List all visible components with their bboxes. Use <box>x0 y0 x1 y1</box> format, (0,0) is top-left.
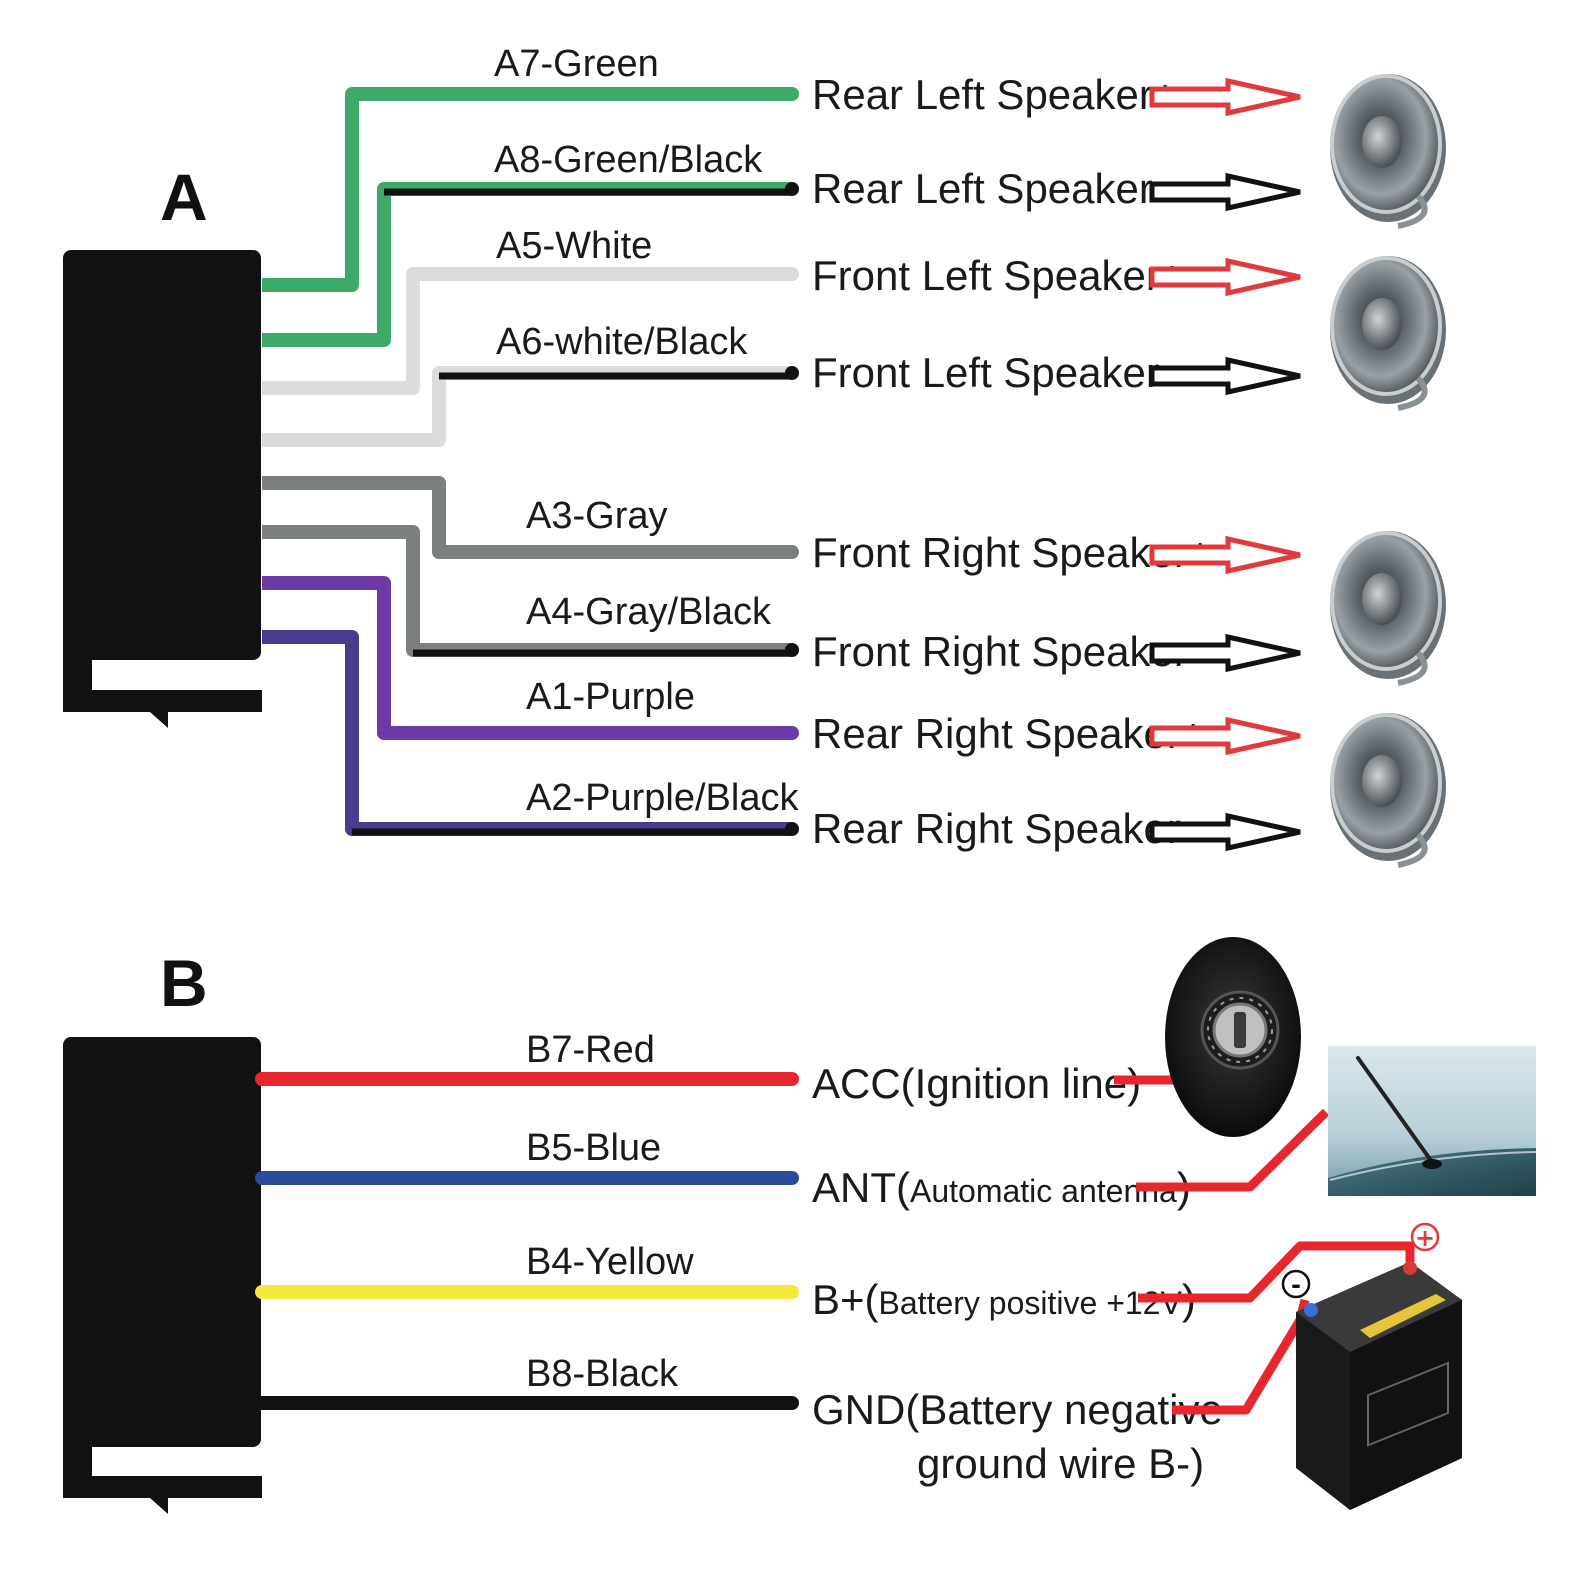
battery-minus-symbol: - <box>1291 1271 1301 1299</box>
wire-label-a4: A4-Gray/Black <box>526 591 772 633</box>
positive-arrow-icon <box>1149 716 1301 756</box>
wire-label-a5: A5-White <box>496 225 652 267</box>
function-label-5: Front Right Speaker- <box>812 628 1202 675</box>
wire-a2 <box>262 630 799 836</box>
car-battery-icon: - + <box>1281 1222 1462 1510</box>
speaker-icon <box>1330 531 1446 686</box>
wire-label-a8: A8-Green/Black <box>494 139 763 181</box>
wire-label-a3: A3-Gray <box>526 495 667 537</box>
speaker-icon <box>1330 74 1446 229</box>
wire-a5 <box>262 267 799 395</box>
function-label-gnd-line1: GND(Battery negative <box>812 1386 1223 1433</box>
wires-b <box>255 1072 799 1410</box>
positive-arrow-icon <box>1149 535 1301 575</box>
wire-label-b5: B5-Blue <box>526 1127 661 1169</box>
battery-plus-symbol: + <box>1415 1224 1435 1252</box>
wire-label-a7: A7-Green <box>494 43 659 85</box>
function-label-7: Rear Right Speaker- <box>812 805 1195 852</box>
function-label-4: Front Right Speaker+ <box>812 529 1212 576</box>
function-label-acc: ACC(Ignition line) <box>812 1060 1141 1107</box>
function-label-6: Rear Right Speaker+ <box>812 710 1205 757</box>
wire-label-b4: B4-Yellow <box>526 1241 694 1283</box>
wire-a8 <box>262 182 799 347</box>
wire-label-a1: A1-Purple <box>526 676 695 718</box>
function-label-1: Rear Left Speaker- <box>812 165 1167 212</box>
wire-a7 <box>262 87 799 292</box>
negative-arrow-icon <box>1149 356 1301 396</box>
speaker-icon <box>1330 713 1446 868</box>
speakers <box>1330 74 1446 868</box>
connector-a <box>63 250 262 728</box>
connector-b <box>63 1037 262 1514</box>
wire-a3 <box>262 476 799 559</box>
labels-b: B7-Red B5-Blue B4-Yellow B8-Black ACC(Ig… <box>526 1029 1223 1487</box>
wire-label-a2: A2-Purple/Black <box>526 777 799 819</box>
function-label-2: Front Left Speaker+ <box>812 252 1184 299</box>
speaker-icon <box>1330 256 1446 411</box>
section-letter-b: B <box>160 946 208 1020</box>
ignition-key-icon <box>1165 937 1301 1137</box>
negative-arrow-icon <box>1149 172 1301 212</box>
wire-a1 <box>262 576 799 740</box>
wires-a <box>262 87 799 836</box>
function-label-bplus: B+(Battery positive +12V) <box>812 1276 1196 1323</box>
battery-minus-terminal <box>1281 1269 1311 1299</box>
wire-label-a6: A6-white/Black <box>496 321 748 363</box>
car-antenna-icon <box>1328 1046 1537 1196</box>
battery-plus-terminal <box>1410 1222 1440 1252</box>
wire-a4 <box>262 525 799 657</box>
arrows-a <box>1149 77 1301 852</box>
function-label-3: Front Left Speaker- <box>812 349 1174 396</box>
negative-arrow-icon <box>1149 812 1301 852</box>
function-label-gnd-line2: ground wire B-) <box>917 1440 1204 1487</box>
wire-label-b7: B7-Red <box>526 1029 655 1071</box>
function-label-0: Rear Left Speaker+ <box>812 71 1177 118</box>
negative-arrow-icon <box>1149 633 1301 673</box>
wire-label-b8: B8-Black <box>526 1353 679 1395</box>
wire-a6 <box>262 366 799 447</box>
section-letter-a: A <box>160 160 208 234</box>
positive-arrow-icon <box>1149 77 1301 117</box>
positive-arrow-icon <box>1149 257 1301 297</box>
function-label-ant: ANT(Automatic antenna) <box>812 1164 1191 1211</box>
